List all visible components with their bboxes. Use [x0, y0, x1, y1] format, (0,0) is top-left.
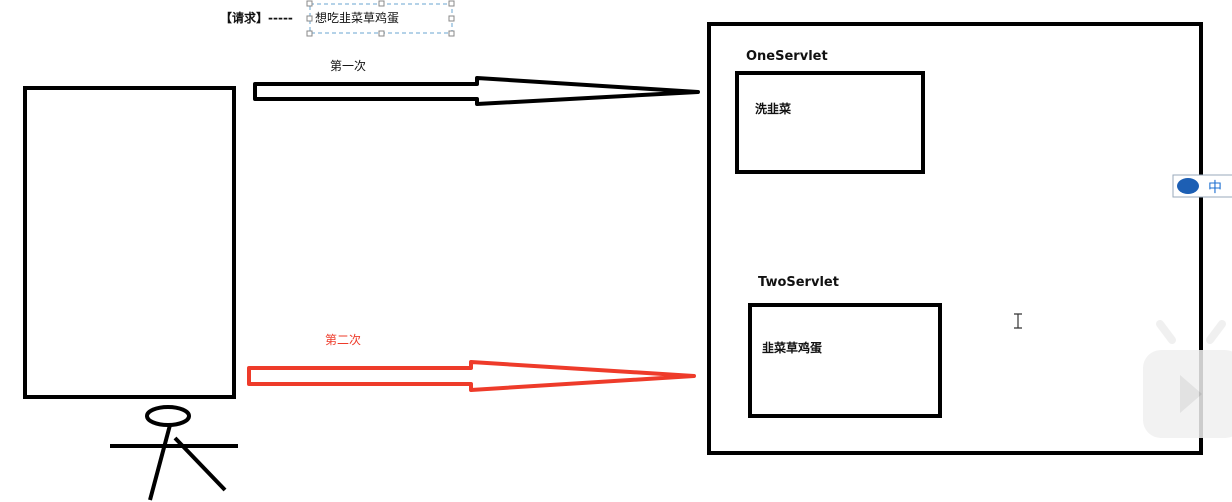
ime-label: 中 [1208, 180, 1222, 196]
request-text: 想吃韭菜草鸡蛋 [315, 10, 399, 25]
ime-indicator[interactable]: 中 [1172, 174, 1232, 198]
server-box [707, 22, 1203, 455]
two-servlet-box [748, 303, 942, 418]
one-servlet-box [735, 71, 925, 174]
text-cursor-icon [1014, 313, 1022, 329]
request-arrow-first [253, 76, 700, 106]
arrow2-label: 第二次 [325, 333, 361, 347]
request-label: 【请求】----- [220, 10, 293, 25]
ime-logo-icon [1177, 178, 1199, 194]
tv-play-watermark-icon [1143, 320, 1232, 438]
two-servlet-content: 韭菜草鸡蛋 [762, 340, 822, 355]
user-figure [110, 405, 238, 501]
one-servlet-content: 洗韭菜 [755, 101, 791, 116]
selection-handles[interactable] [306, 0, 455, 37]
client-browser-box [23, 86, 236, 399]
one-servlet-title: OneServlet [746, 49, 828, 64]
arrow1-label: 第一次 [330, 59, 366, 73]
request-arrow-second [247, 360, 696, 392]
two-servlet-title: TwoServlet [758, 275, 839, 290]
